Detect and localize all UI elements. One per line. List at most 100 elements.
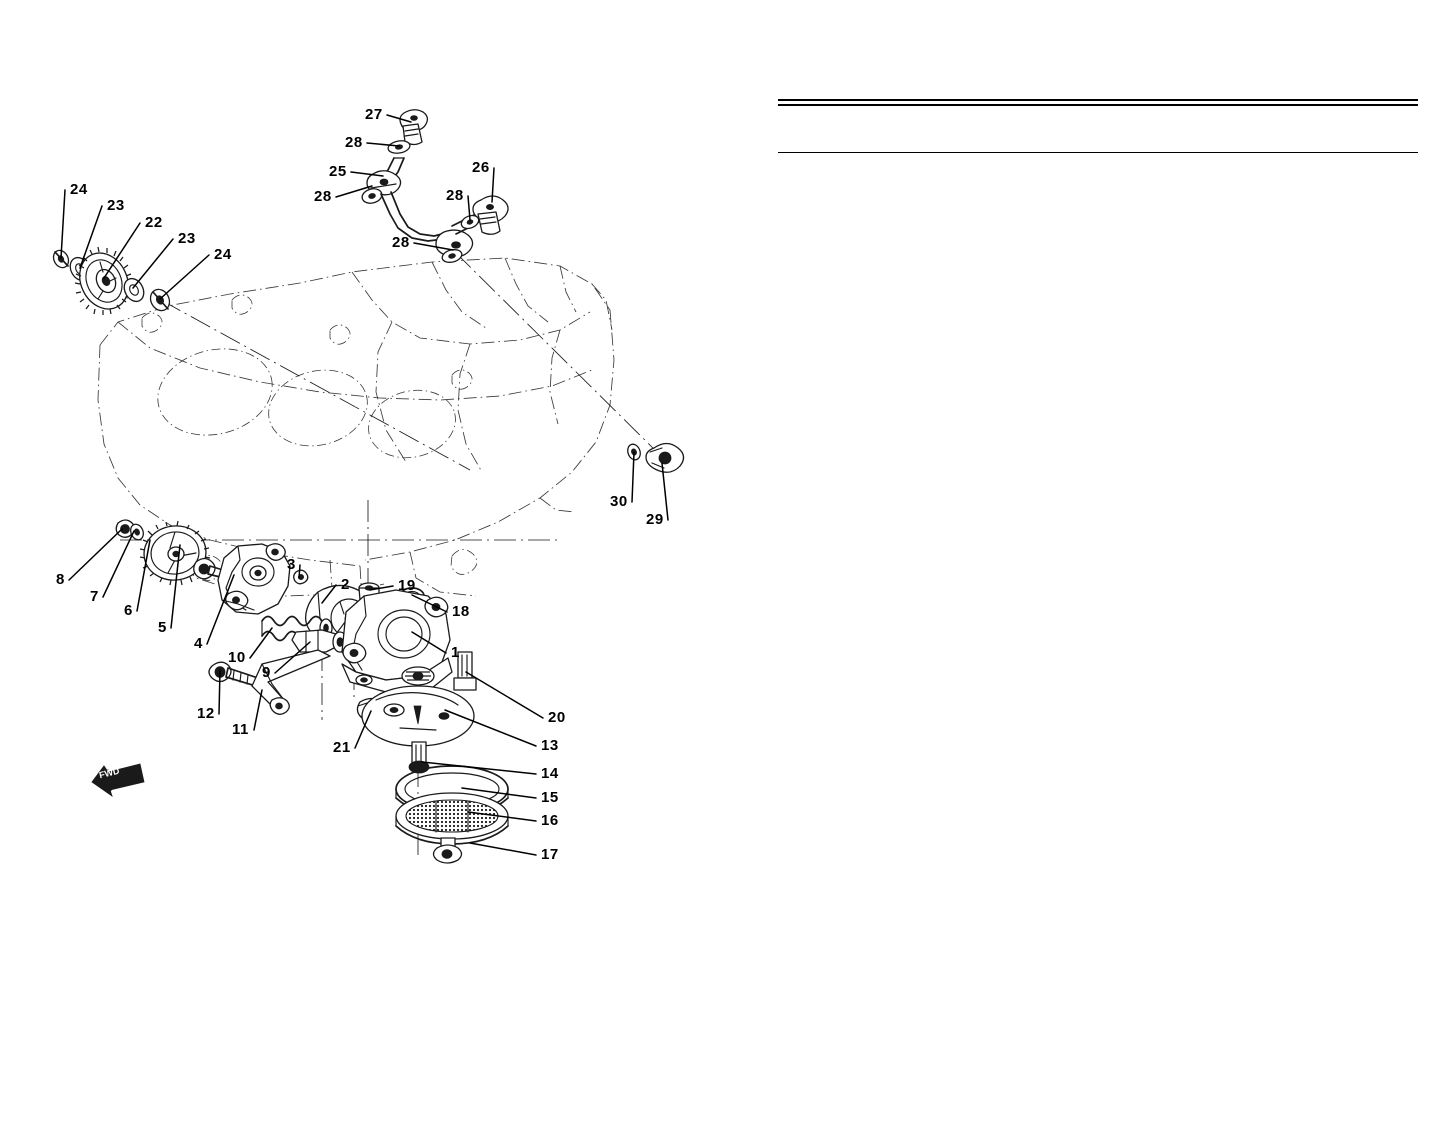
callout-number-18: 18 (452, 603, 470, 620)
exploded-diagram: .g { fill:none; stroke:#1a1a1a; stroke-w… (52, 109, 685, 864)
parts-list-body (778, 160, 1418, 1040)
leader-line-14 (421, 761, 537, 775)
callout-number-11: 11 (232, 721, 249, 738)
leader-line-24 (159, 254, 210, 300)
part-26-union-bolt (472, 195, 509, 235)
callout-number-27: 27 (365, 106, 383, 123)
callout-number-14: 14 (541, 765, 559, 782)
oil-pipe-lower-elbow (435, 229, 474, 258)
callout-number-10: 10 (228, 649, 246, 666)
rule-top-2 (778, 104, 1418, 106)
leader-line-12 (218, 669, 221, 715)
leader-line-4 (206, 574, 235, 645)
leader-line-20 (465, 671, 544, 719)
callout-number-28: 28 (314, 188, 332, 205)
callout-number-28: 28 (345, 134, 363, 151)
callout-number-4: 4 (194, 635, 203, 652)
part-8-screw (115, 519, 136, 538)
callout-number-20: 20 (548, 709, 566, 726)
callout-number-3: 3 (287, 556, 296, 573)
leader-line-28 (413, 242, 454, 251)
oil-delivery-pipe-assembly (361, 109, 509, 263)
leader-line-22 (103, 222, 141, 279)
leader-line-9 (274, 641, 311, 674)
part-24-left-nut (52, 249, 70, 269)
callout-number-19: 19 (398, 577, 416, 594)
leader-line-19 (369, 585, 394, 591)
callout-number-9: 9 (262, 664, 271, 681)
leader-line-6 (136, 539, 151, 612)
part-17-filter-retaining-bolt (432, 837, 463, 864)
callout-number-1: 1 (451, 644, 460, 661)
callout-number-8: 8 (56, 571, 65, 588)
drive-gear-assembly (52, 246, 171, 315)
part-14-filter-bolt (408, 741, 430, 774)
leader-line-28 (335, 185, 373, 198)
leader-line-7 (102, 530, 135, 598)
leader-line-8 (68, 528, 123, 581)
rule-top-1 (778, 99, 1418, 101)
part-13-pump-cover-plate (361, 685, 475, 747)
leader-line-30 (631, 451, 635, 503)
part-27-union-bolt (399, 109, 429, 146)
callout-leader-lines (60, 114, 669, 856)
leader-line-17 (469, 842, 537, 856)
callout-number-13: 13 (541, 737, 559, 754)
leader-line-2 (321, 584, 337, 604)
oil-pipe-main-tube (380, 191, 447, 242)
leader-line-16 (467, 811, 537, 822)
part-22-drive-gear (74, 246, 133, 315)
leader-line-5 (170, 544, 181, 629)
leader-line-21 (354, 710, 372, 749)
callout-number-24: 24 (70, 181, 88, 198)
callout-number-6: 6 (124, 602, 133, 619)
leader-line-15 (461, 787, 537, 799)
leader-line-24 (60, 189, 66, 259)
leader-line-11 (253, 689, 263, 731)
leader-line-23 (79, 205, 103, 269)
part-28-washer-right (460, 214, 480, 230)
part-6-pump-gear (139, 520, 211, 586)
fwd-direction-marker (91, 763, 145, 798)
leader-line-28 (366, 142, 400, 147)
callout-number-15: 15 (541, 789, 559, 806)
callout-number-24: 24 (214, 246, 232, 263)
part-28-washer-bottom (441, 249, 463, 263)
part-1-oil-pump-body (341, 589, 453, 693)
leader-line-13 (444, 709, 537, 747)
part-7-washer (130, 523, 144, 541)
part-28-washer-left (361, 188, 383, 204)
callout-number-5: 5 (158, 619, 167, 636)
callout-number-22: 22 (145, 214, 163, 231)
part-28-washer-top (387, 140, 411, 154)
callout-number-23: 23 (107, 197, 125, 214)
part-29-bolt (645, 442, 685, 473)
part-16-oil-filter-screen (395, 792, 509, 845)
rule-header-bottom (778, 152, 1418, 153)
callout-number-29: 29 (646, 511, 664, 528)
leader-line-27 (386, 114, 412, 123)
leader-line-10 (249, 627, 273, 659)
part-3-locating-pin (293, 569, 309, 585)
leader-line-3 (298, 564, 301, 579)
callout-number-17: 17 (541, 846, 559, 863)
callout-number-30: 30 (610, 493, 628, 510)
leader-line-29 (661, 462, 669, 521)
leader-line-25 (350, 171, 384, 177)
leader-line-1 (411, 631, 447, 654)
callout-number-23: 23 (178, 230, 196, 247)
parts-list-rules (778, 85, 1418, 175)
callout-number-12: 12 (197, 705, 215, 722)
callout-number-25: 25 (329, 163, 347, 180)
part-23-washer-right (123, 277, 145, 303)
callout-number-28: 28 (392, 234, 410, 251)
part-4-pump-housing (217, 543, 291, 615)
callout-number-26: 26 (472, 159, 490, 176)
part-12-bolt (208, 661, 259, 687)
callout-number-7: 7 (90, 588, 99, 605)
oil-filter-stack (341, 582, 509, 864)
callout-number-21: 21 (333, 739, 351, 756)
callout-number-28: 28 (446, 187, 464, 204)
leader-line-28 (467, 195, 471, 221)
